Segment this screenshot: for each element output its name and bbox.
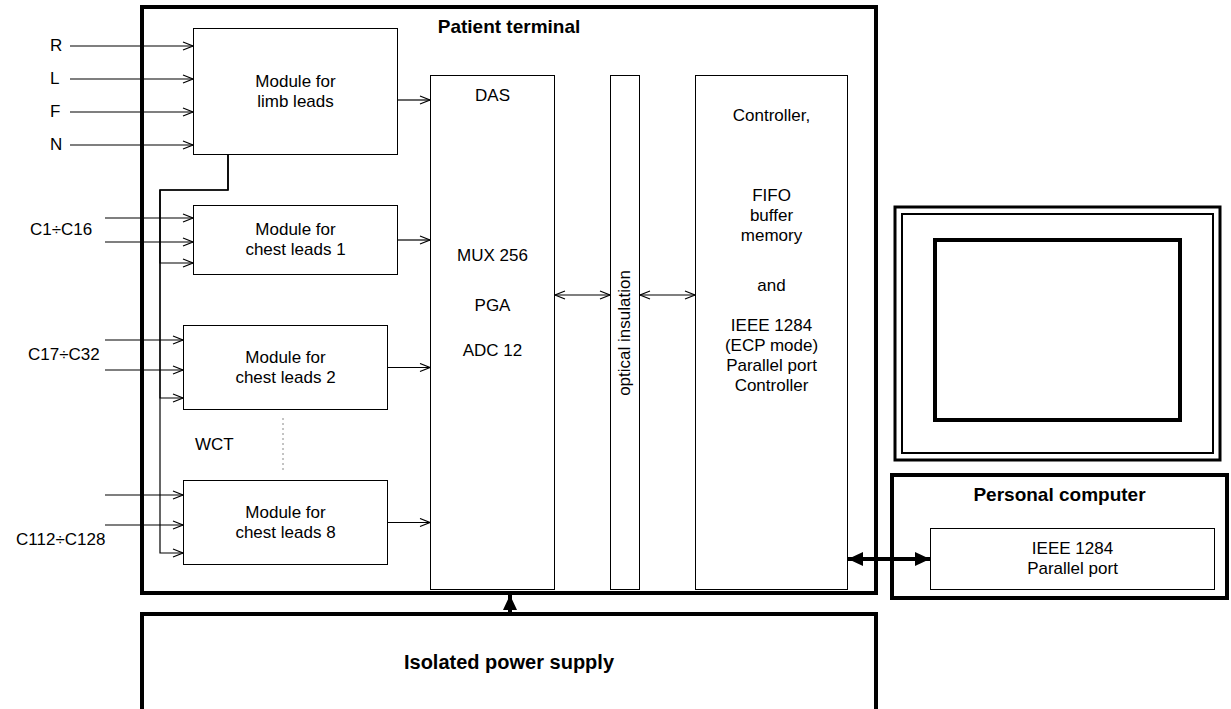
node-text: Controller, <box>696 106 847 126</box>
power-supply-box: Isolated power supply <box>140 612 878 709</box>
module-box: Module for limb leads <box>193 28 398 155</box>
signal-arrow <box>398 239 430 240</box>
node-text: FIFO buffer memory <box>734 186 809 246</box>
signal-label: C17÷C32 <box>28 345 100 365</box>
node-text: Personal computer <box>894 485 1225 505</box>
input-wires <box>70 46 193 525</box>
signal-arrow <box>388 522 430 523</box>
signal-label: N <box>50 135 62 155</box>
signal-arrow <box>388 367 430 368</box>
node-text: Module for chest leads 8 <box>233 503 338 543</box>
port-box: IEEE 1284 Parallel port <box>930 528 1215 590</box>
bus-arrow <box>508 595 512 612</box>
node-text: MUX 256 <box>431 246 554 266</box>
terminal-box: Patient terminalModule for limb leadsMod… <box>140 5 878 595</box>
signal-label: L <box>50 69 59 89</box>
computer-box: Personal computerIEEE 1284 Parallel port <box>890 473 1229 600</box>
signal-label: F <box>50 102 60 122</box>
node-text: Patient terminal <box>144 17 874 37</box>
node-text: Module for limb leads <box>243 72 348 112</box>
signal-arrow <box>640 294 695 295</box>
node-text: PGA <box>431 296 554 316</box>
node-text: DAS <box>431 86 554 106</box>
node-text: optical insulation <box>615 270 635 396</box>
module-box: Module for chest leads 8 <box>183 480 388 565</box>
signal-arrow <box>555 294 610 295</box>
signal-label: C1÷C16 <box>30 220 92 240</box>
node-text: ADC 12 <box>431 341 554 361</box>
node-text: IEEE 1284 Parallel port <box>1015 539 1130 579</box>
module-box: Module for chest leads 1 <box>193 205 398 275</box>
signal-label: R <box>50 36 62 56</box>
node-text: IEEE 1284 (ECP mode) Parallel port Contr… <box>713 316 831 396</box>
node-text: Isolated power supply <box>404 652 614 672</box>
das-box: DAS MUX 256PGA ADC 12 <box>430 75 555 590</box>
signal-arrow <box>160 155 228 553</box>
signal-arrow <box>398 99 430 100</box>
module-box: Module for chest leads 2 <box>183 325 388 410</box>
node-text: Module for chest leads 2 <box>233 348 338 388</box>
signal-arrow <box>160 155 228 398</box>
signal-arrow <box>160 155 228 263</box>
signal-label: WCT <box>195 435 234 455</box>
controller-box: Controller, FIFO buffer memory andIEEE 128… <box>695 75 848 590</box>
signal-label: C112÷C128 <box>16 530 105 550</box>
dotted-continuation <box>283 418 284 472</box>
insulation-bar: optical insulation <box>610 75 640 590</box>
node-text: Module for chest leads 1 <box>243 220 348 260</box>
node-text: and <box>696 276 847 296</box>
bus-arrow <box>848 557 930 561</box>
monitor-symbol <box>895 207 1220 460</box>
